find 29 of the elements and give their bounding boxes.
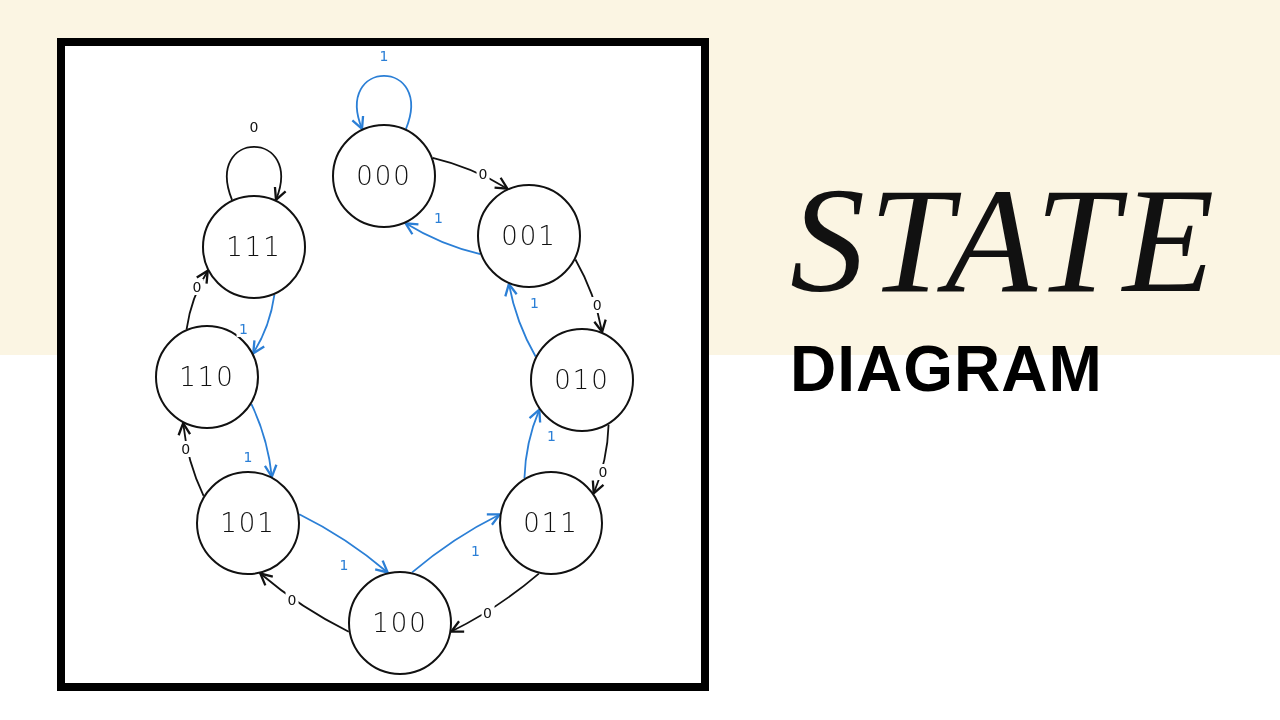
transition-arrow [250, 403, 278, 478]
transition-arrow [252, 293, 276, 355]
state-label: 001 [501, 221, 557, 251]
state-label: 101 [220, 508, 276, 538]
state-label: 010 [554, 365, 610, 395]
transition-arrow [259, 572, 350, 633]
transition-arrow [591, 423, 610, 495]
edge-label: 0 [247, 119, 261, 135]
transition-arrow [226, 145, 286, 201]
title: STATE DIAGRAM [790, 156, 1210, 404]
transition-arrow [298, 513, 389, 574]
transition-arrow [185, 269, 209, 331]
edge-label: 0 [179, 441, 193, 458]
transition-arrow [431, 156, 509, 190]
transition-arrow [411, 513, 501, 574]
transition-arrow [450, 572, 540, 633]
transition-arrow [504, 282, 537, 358]
transition-arrow [404, 222, 482, 256]
state-label: 000 [356, 161, 412, 191]
edge-label: 1 [236, 321, 250, 338]
state-label: 011 [523, 508, 579, 538]
transition-arrow [177, 422, 205, 497]
edge-label: 0 [190, 279, 204, 296]
state-label: 111 [226, 232, 282, 262]
state-label: 110 [179, 362, 235, 392]
transition-arrow [523, 408, 542, 480]
state-label: 100 [372, 608, 428, 638]
edge-label: 0 [590, 297, 604, 314]
transition-arrow [352, 74, 412, 130]
